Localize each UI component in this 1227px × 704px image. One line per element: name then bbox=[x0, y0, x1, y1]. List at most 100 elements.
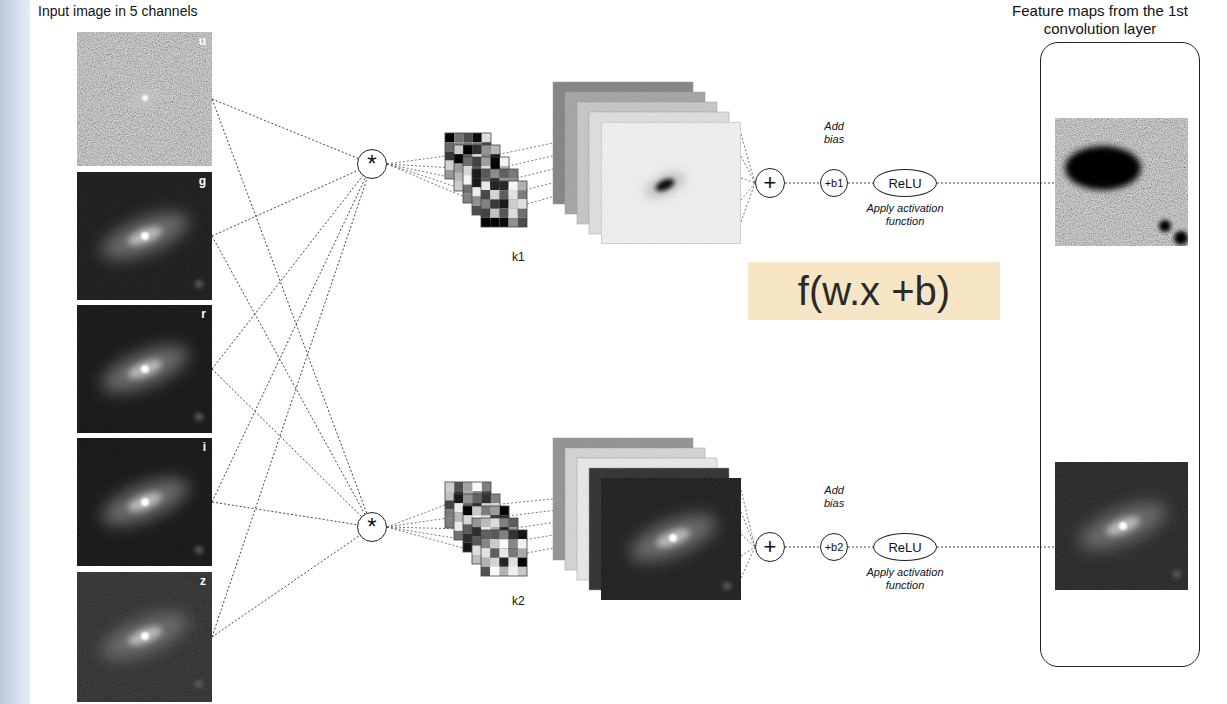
operator-circle: * bbox=[357, 512, 387, 542]
connector bbox=[785, 547, 820, 548]
kernel-cell bbox=[472, 145, 481, 154]
kernel-cell bbox=[499, 209, 508, 218]
kernel-cell bbox=[482, 182, 491, 191]
fan-line bbox=[387, 164, 472, 192]
kernel-cell bbox=[509, 558, 518, 567]
fan-line bbox=[387, 156, 445, 164]
kernel-cell bbox=[472, 206, 481, 215]
kernel-cell bbox=[490, 539, 499, 548]
kernel-cell bbox=[472, 536, 481, 545]
kernel-cell bbox=[463, 145, 472, 154]
channel-picture bbox=[77, 438, 212, 566]
connector bbox=[937, 547, 1040, 548]
formula-text: f(w.x +b) bbox=[798, 269, 950, 313]
fan-line bbox=[387, 505, 445, 527]
output-feature-map bbox=[1055, 118, 1188, 246]
step-note: Apply activation function bbox=[859, 566, 951, 592]
channel-image: u bbox=[77, 32, 212, 166]
operator-symbol: * bbox=[367, 515, 376, 539]
kernel-cell bbox=[481, 199, 490, 208]
kernel-cell bbox=[481, 530, 490, 539]
operator-symbol: +b2 bbox=[825, 542, 844, 553]
kernel-cell bbox=[473, 170, 482, 179]
kernel-cell bbox=[482, 133, 491, 142]
kernel-cell bbox=[454, 133, 463, 142]
kernel-border bbox=[463, 157, 509, 203]
kernel-cell bbox=[499, 558, 508, 567]
connector bbox=[937, 183, 1040, 184]
kernel-cell bbox=[445, 482, 454, 491]
kernel-cell bbox=[499, 181, 508, 190]
kernel-cell bbox=[509, 218, 518, 227]
kernel-matrix bbox=[472, 169, 518, 215]
kernel-cell bbox=[472, 555, 481, 564]
map-lead bbox=[1040, 547, 1055, 548]
kernel-cell bbox=[490, 548, 499, 557]
kernel-cell bbox=[481, 518, 490, 527]
connector bbox=[212, 535, 360, 637]
kernel-border bbox=[481, 181, 527, 227]
kernel-cell bbox=[454, 494, 463, 503]
kernel-cell bbox=[518, 530, 527, 539]
kernel-cell bbox=[491, 506, 500, 515]
fan-line bbox=[387, 517, 454, 527]
kernel-cell bbox=[490, 181, 499, 190]
kernel-cell bbox=[463, 482, 472, 491]
kernel-cell bbox=[454, 154, 463, 163]
channel-image: r bbox=[77, 305, 212, 433]
kernel-cell bbox=[454, 531, 463, 540]
fan-line bbox=[741, 134, 755, 183]
kernel-cell bbox=[481, 567, 490, 576]
kernel-cell bbox=[500, 518, 509, 527]
kernel-cell bbox=[482, 494, 491, 503]
kernel-matrix bbox=[472, 518, 518, 564]
kernel-matrix bbox=[481, 530, 527, 576]
kernel-cell bbox=[500, 506, 509, 515]
kernel-cell bbox=[454, 503, 463, 512]
kernel-cell bbox=[463, 524, 472, 533]
connector bbox=[212, 502, 357, 525]
channel-image: i bbox=[77, 438, 212, 566]
panel-heading: Feature maps from the 1st convolution la… bbox=[980, 2, 1220, 38]
kernel-cell bbox=[499, 567, 508, 576]
fan-line bbox=[741, 178, 755, 183]
kernel-cell bbox=[518, 539, 527, 548]
kernel-cell bbox=[445, 170, 454, 179]
kernel-cell bbox=[482, 531, 491, 540]
channel-letter: u bbox=[199, 35, 206, 47]
kernel-cell bbox=[509, 567, 518, 576]
kernel-cell bbox=[472, 546, 481, 555]
kernel-cell bbox=[490, 567, 499, 576]
step-note: Add bias bbox=[824, 484, 844, 510]
kernel-cell bbox=[509, 548, 518, 557]
kernel-cell bbox=[482, 482, 491, 491]
channel-image: g bbox=[77, 172, 212, 300]
kernel-cell bbox=[481, 558, 490, 567]
kernel-border bbox=[472, 169, 518, 215]
kernel-cell bbox=[509, 190, 518, 199]
kernel-cell bbox=[490, 558, 499, 567]
kernel-cell bbox=[454, 512, 463, 521]
kernel-cell bbox=[473, 133, 482, 142]
connector bbox=[785, 183, 820, 184]
kernel-cell bbox=[499, 548, 508, 557]
kernel-cell bbox=[445, 500, 454, 509]
channel-letter: i bbox=[203, 441, 206, 453]
connector bbox=[212, 99, 367, 513]
fan-line bbox=[741, 490, 755, 547]
operator-symbol: + bbox=[764, 172, 777, 194]
kernel-cell bbox=[490, 530, 499, 539]
kernel-cell bbox=[482, 170, 491, 179]
kernel-cell bbox=[454, 182, 463, 191]
fan-line bbox=[741, 183, 755, 222]
kernel-cell bbox=[481, 157, 490, 166]
kernel-border bbox=[454, 494, 500, 540]
operator-circle: +b1 bbox=[820, 169, 848, 197]
fan-line bbox=[741, 156, 755, 183]
kernel-cell bbox=[463, 506, 472, 515]
kernel-cell bbox=[473, 519, 482, 528]
operator-symbol: + bbox=[764, 536, 777, 558]
kernel-cell bbox=[518, 209, 527, 218]
kernel-cell bbox=[445, 133, 454, 142]
